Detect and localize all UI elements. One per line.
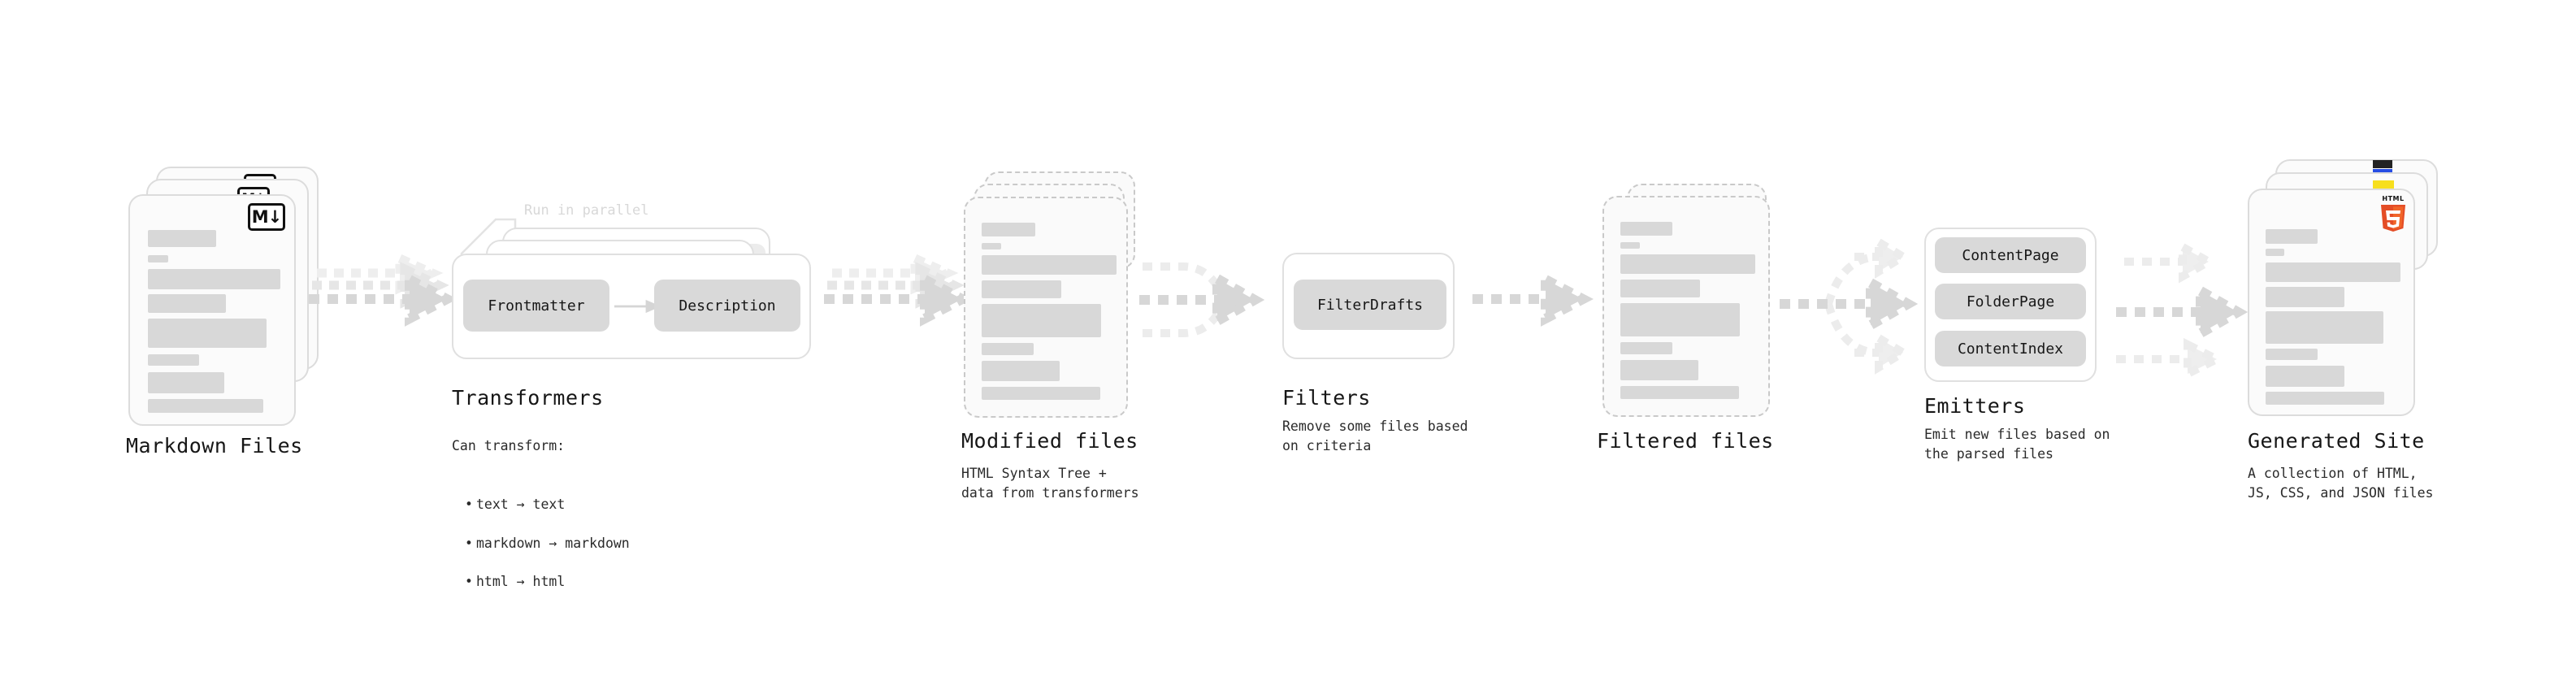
markdown-icon: M↓ — [248, 203, 285, 231]
transformers-bullet: markdown → markdown — [465, 534, 630, 553]
stage-title-modified-files: Modified files — [961, 429, 1138, 453]
markdown-file-front — [128, 194, 296, 426]
connector-markdown-to-transformers — [309, 251, 458, 327]
skeleton-bar — [1620, 303, 1740, 336]
filtered-file-front — [1602, 196, 1770, 417]
emitter-node-contentpage[interactable]: ContentPage — [1935, 237, 2086, 273]
transformers-sub-lead: Can transform: — [452, 437, 566, 453]
generated-file-front — [2248, 189, 2415, 416]
stage-title-filters: Filters — [1282, 386, 1371, 410]
transformer-node-frontmatter[interactable]: Frontmatter — [463, 280, 609, 332]
skeleton-bar — [1620, 280, 1700, 297]
skeleton-bar — [1620, 254, 1755, 274]
skeleton-bar — [148, 230, 216, 247]
stage-subtitle-modified-files: HTML Syntax Tree + data from transformer… — [961, 466, 1139, 501]
skeleton-bar — [982, 387, 1100, 400]
skeleton-bar — [148, 354, 199, 366]
transformer-inner-arrow — [614, 299, 661, 314]
connector-transformers-to-modified-files — [824, 251, 973, 327]
stage-title-filtered-files: Filtered files — [1597, 429, 1774, 453]
html5-icon-word: HTML — [2382, 195, 2405, 202]
html5-icon: HTML — [2379, 195, 2407, 232]
skeleton-bar — [982, 304, 1101, 337]
skeleton-bar — [2266, 349, 2318, 360]
skeleton-bar — [2266, 262, 2400, 282]
stage-subtitle-transformers: Can transform: text → text markdown → ma… — [452, 417, 630, 631]
stage-title-transformers: Transformers — [452, 386, 604, 410]
skeleton-bar — [1620, 242, 1640, 249]
skeleton-bar — [2266, 249, 2284, 256]
connector-filtered-files-to-emitters — [1780, 235, 1919, 375]
stage-subtitle-filters: Remove some files based on criteria — [1282, 419, 1468, 453]
skeleton-bar — [982, 255, 1117, 275]
run-in-parallel-label: Run in parallel — [524, 202, 649, 219]
filter-node-filterdrafts[interactable]: FilterDrafts — [1294, 280, 1446, 330]
transformers-bullet: html → html — [465, 572, 630, 592]
skeleton-bar — [1620, 386, 1739, 399]
stage-subtitle-generated-site: A collection of HTML, JS, CSS, and JSON … — [2248, 466, 2434, 501]
connector-modified-files-to-filters — [1139, 262, 1265, 337]
skeleton-bar — [148, 399, 263, 413]
skeleton-bar — [148, 319, 267, 348]
stage-subtitle-emitters: Emit new files based on the parsed files — [1924, 427, 2110, 462]
skeleton-bar — [1620, 222, 1672, 236]
skeleton-bar — [148, 255, 168, 262]
skeleton-bar — [982, 361, 1060, 381]
transformers-bullet-list: text → text markdown → markdown html → h… — [452, 475, 630, 611]
skeleton-bar — [148, 294, 226, 313]
skeleton-bar — [982, 343, 1034, 355]
skeleton-bar — [2266, 366, 2344, 387]
skeleton-bar — [1620, 342, 1672, 354]
css-badge-label — [2373, 160, 2392, 168]
stage-title-markdown-files: Markdown Files — [126, 434, 303, 458]
connector-emitters-to-generated-site — [2116, 240, 2249, 381]
stage-title-generated-site: Generated Site — [2248, 429, 2425, 453]
skeleton-bar — [982, 280, 1061, 298]
stage-title-emitters: Emitters — [1924, 394, 2026, 418]
skeleton-bar — [2266, 392, 2384, 405]
skeleton-bar — [2266, 287, 2344, 307]
skeleton-bar — [148, 269, 280, 289]
skeleton-bar — [2266, 229, 2318, 244]
skeleton-bar — [982, 243, 1001, 249]
modified-file-front — [964, 197, 1128, 418]
skeleton-bar — [1620, 360, 1698, 380]
skeleton-bar — [2266, 311, 2383, 344]
transformer-node-description[interactable]: Description — [654, 280, 800, 332]
emitter-node-folderpage[interactable]: FolderPage — [1935, 284, 2086, 319]
emitter-node-contentindex[interactable]: ContentIndex — [1935, 331, 2086, 367]
connector-filters-to-filtered-files — [1472, 271, 1594, 327]
skeleton-bar — [982, 223, 1035, 236]
skeleton-bar — [148, 372, 224, 393]
transformers-bullet: text → text — [465, 495, 630, 514]
